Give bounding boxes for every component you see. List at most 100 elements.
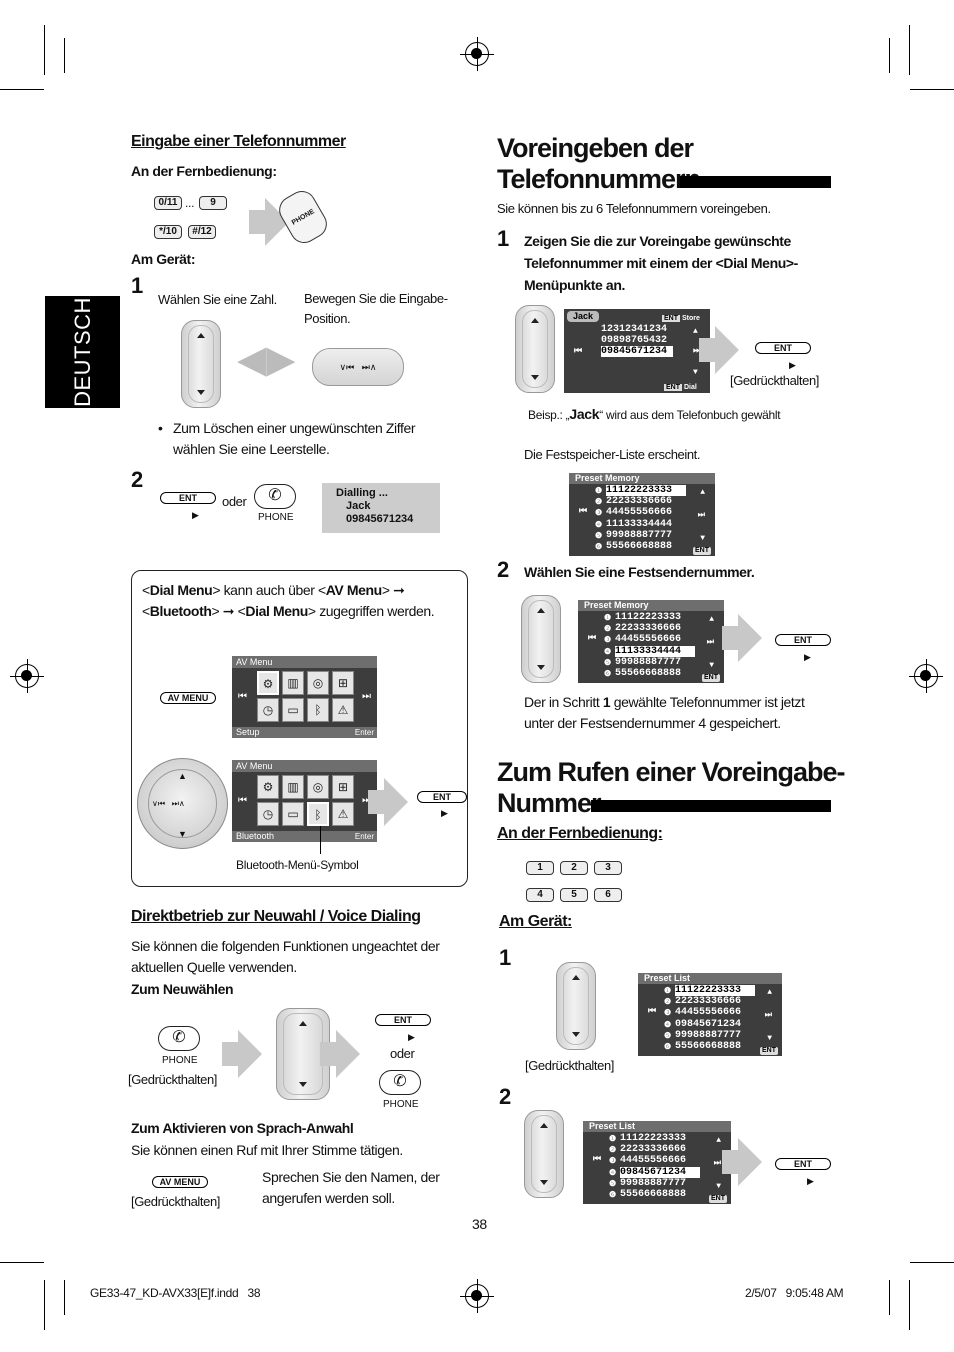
equalizer-icon: ▥	[282, 775, 304, 799]
remote-key-9[interactable]: 9	[199, 196, 227, 210]
geraet-label: Am Gerät:	[499, 913, 572, 930]
remote-key-hash[interactable]: #/12	[188, 225, 216, 239]
ent-indicator: ENT	[693, 547, 711, 555]
direkt-text: Sie können die folgenden Funktionen unge…	[131, 938, 440, 975]
section-title: Telefonnummern	[497, 164, 701, 194]
av-menu-info-text: <Dial Menu> kann auch über <AV Menu> ➞ <…	[142, 582, 435, 619]
number-key-2[interactable]: 2	[560, 861, 588, 875]
enter-label: Enter	[354, 832, 374, 841]
preset-row: 55566668888	[675, 1040, 742, 1052]
display-icon: ▭	[282, 698, 304, 722]
screen-title: Preset Memory	[569, 473, 715, 484]
next-icon: ⏭	[764, 1011, 772, 1020]
up-icon: ▲	[767, 988, 772, 997]
fernbedienung-label: An der Fernbedienung:	[497, 825, 663, 842]
phone-button[interactable]: ✆	[158, 1026, 200, 1051]
crop-mark	[910, 1262, 954, 1263]
number-key-5[interactable]: 5	[560, 888, 588, 902]
preset-row: 99988887777	[615, 656, 682, 668]
ent-button[interactable]: ENT	[755, 342, 811, 354]
section-title: Zum Rufen einer Voreingabe-	[497, 757, 846, 787]
crop-mark	[889, 1280, 890, 1315]
crop-mark	[64, 1280, 65, 1315]
language-tab: DEUTSCH	[45, 296, 120, 408]
control-knob[interactable]	[181, 320, 221, 408]
fernbedienung-label: An der Fernbedienung:	[131, 163, 277, 179]
ent-button[interactable]: ENT	[160, 492, 216, 504]
registration-mark	[909, 659, 943, 693]
press-arrow-icon: ▶	[441, 808, 448, 818]
preset-row-selected: 11133334444	[615, 645, 696, 657]
preset-row: 11122223333	[615, 612, 682, 623]
ent-button[interactable]: ENT	[775, 1158, 831, 1170]
clock-icon: ◷	[257, 802, 279, 826]
phone-button[interactable]: ✆	[379, 1070, 421, 1095]
number-key-3[interactable]: 3	[594, 861, 622, 875]
oder-text: oder	[222, 494, 247, 509]
section-title: Nummer	[497, 788, 602, 818]
ent-button[interactable]: ENT	[417, 791, 467, 803]
control-knob[interactable]	[524, 1110, 564, 1198]
step2-text: Wählen Sie eine Festsendernummer.	[524, 564, 755, 580]
down-icon: ▼	[716, 1182, 721, 1191]
av-menu-footer: Bluetooth	[236, 831, 275, 841]
bluetooth-caption: Bluetooth-Menü-Symbol	[236, 858, 359, 872]
file-name: GE33-47_KD-AVX33[E]f.indd 38	[90, 1286, 261, 1300]
av-menu-button[interactable]: AV MENU	[152, 1176, 208, 1188]
registration-mark	[460, 1279, 494, 1313]
phone-button[interactable]: ✆	[254, 484, 296, 509]
arrow-icon	[320, 1030, 360, 1078]
dial-menu-screen: Jack ENT Store 12312341234 09898765432 0…	[564, 309, 710, 393]
control-dial[interactable]: ▲ ▼ ∨⏮ ⏭∧	[137, 758, 228, 849]
av-menu-button[interactable]: AV MENU	[160, 692, 216, 704]
step1-text-a: Wählen Sie eine Zahl.	[158, 292, 277, 307]
example-text: Beisp.: „Jack“ wird aus dem Telefonbuch …	[528, 406, 781, 422]
screen-title: Preset List	[583, 1121, 731, 1132]
title-bar	[591, 800, 831, 812]
bluetooth-icon: ᛒ	[307, 802, 329, 826]
ent-button[interactable]: ENT	[375, 1014, 431, 1026]
oder-text: oder	[390, 1046, 415, 1061]
control-knob[interactable]	[556, 962, 596, 1050]
disc-icon: ◎	[307, 775, 329, 799]
tools-icon: ⚠	[332, 802, 354, 826]
preset-row: 99988887777	[606, 529, 673, 541]
av-menu-info-box	[131, 570, 468, 887]
remote-key-0[interactable]: 0/11	[154, 196, 182, 210]
preset-row: 22233336666	[615, 623, 682, 635]
callout-line	[320, 826, 321, 854]
preset-row: 44455556666	[615, 634, 682, 646]
dialling-name: Jack	[346, 500, 371, 512]
sprach-note: Sprechen Sie den Namen, der angerufen we…	[262, 1169, 440, 1206]
phone-number-row: 12312341234	[601, 324, 668, 335]
setup-icon: ⚙	[257, 671, 279, 695]
bullet-text: Zum Löschen einer ungewünschten Ziffer w…	[173, 420, 416, 457]
number-key-1[interactable]: 1	[526, 861, 554, 875]
preset-row: 09845671234	[675, 1018, 742, 1030]
press-arrow-icon: ▶	[804, 652, 811, 662]
ent-button[interactable]: ENT	[775, 634, 831, 646]
preset-row-selected: 11122223333	[606, 485, 687, 497]
sprach-title: Zum Aktivieren von Sprach-Anwahl	[131, 1120, 354, 1136]
remote-key-star[interactable]: */10	[154, 225, 182, 239]
preset-row: 44455556666	[675, 1007, 742, 1019]
crop-mark	[889, 38, 890, 73]
number-key-4[interactable]: 4	[526, 888, 554, 902]
control-knob[interactable]	[521, 595, 561, 683]
preset-row: 44455556666	[606, 507, 673, 519]
crop-mark	[64, 38, 65, 73]
next-icon: ⏭	[713, 1159, 721, 1168]
clock-icon: ◷	[257, 698, 279, 722]
next-icon: ⏭	[697, 511, 705, 520]
number-key-6[interactable]: 6	[594, 888, 622, 902]
seek-buttons[interactable]: ∨⏮ ⏭∧	[312, 348, 404, 386]
control-knob[interactable]	[515, 305, 555, 393]
disc-icon: ◎	[307, 671, 329, 695]
down-icon: ▼	[767, 1034, 772, 1043]
